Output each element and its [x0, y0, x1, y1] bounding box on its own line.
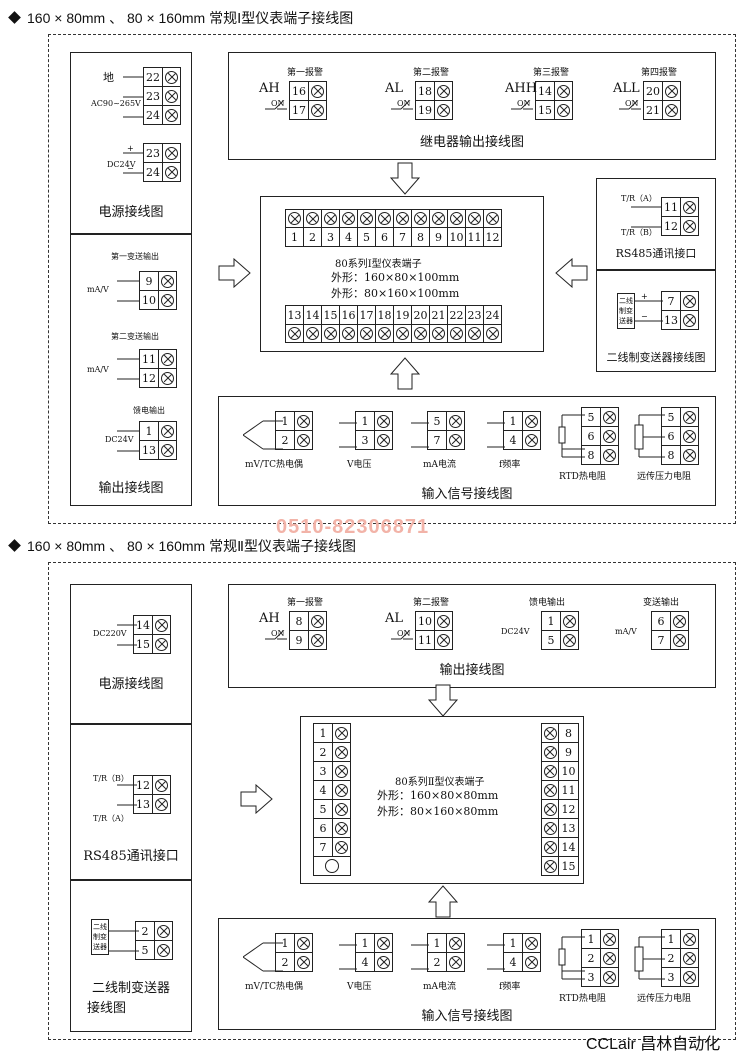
- output-panel-2: 第一报警 AH ON 8 9 第二报警 AL ON 10 11 馈电输出 DC2…: [228, 584, 716, 688]
- switch-icon: [391, 100, 413, 110]
- section2-title: 160 × 80mm 、 80 × 160mm 常规Ⅱ型仪表端子接线图: [8, 536, 356, 556]
- type1-terminal-block: 1 2 3 4 5 6 7 8 9 10 11 12 80系列Ⅰ型仪表端子 外形…: [260, 196, 544, 352]
- watermark-phone: 0510-82306871: [276, 516, 430, 538]
- screw-icon: [165, 165, 178, 179]
- rs485-panel-2: T/R（B） T/R（A） 12 13 RS485通讯接口: [70, 724, 192, 880]
- screw-icon: [165, 146, 178, 160]
- terminal: 1: [139, 421, 177, 441]
- terminal: 23: [143, 143, 181, 163]
- arrow-down-icon: [428, 684, 458, 717]
- arrow-left-icon: [555, 258, 588, 288]
- screw-icon: [165, 108, 178, 122]
- screw-icon: [165, 70, 178, 84]
- output-wires-icon: [117, 280, 139, 452]
- terminal: 10: [139, 290, 177, 310]
- transmitter-panel-2: 二线制变送器 2 5 二线制变送器 接线图: [70, 880, 192, 1032]
- relay-panel: 第一报警 AH ON 16 17 第二报警 AL ON 18 19 第三报警 A…: [228, 52, 716, 160]
- power-ac-terminals: 22 23 24: [143, 67, 181, 125]
- screw-icon: [161, 371, 174, 385]
- svg-text:+: +: [641, 292, 648, 301]
- arrow-up-icon: [390, 357, 420, 390]
- indicator-circle-icon: [325, 859, 339, 873]
- terminal: 9: [139, 271, 177, 291]
- terminal: 11: [139, 349, 177, 369]
- transmitter-panel: 二线制变送器 +− 7 13 二线制变送器接线图: [596, 270, 716, 372]
- power-panel: 地 AC90~265V 22 23 24 DC24V 23 24 +− 电源接线…: [70, 52, 192, 234]
- output-panel: 第一变送输出 mA/V 9 10 第二变送输出 mA/V 11 12 馈电输出 …: [70, 234, 192, 506]
- arrow-up-icon: [428, 885, 458, 918]
- svg-text:−: −: [641, 312, 648, 321]
- arrow-right-icon: [240, 784, 273, 814]
- svg-text:−: −: [127, 164, 134, 173]
- arrow-right-icon: [218, 258, 251, 288]
- terminal: 23: [143, 86, 181, 106]
- terminal: 24: [143, 162, 181, 182]
- output-terminals-2: 11 12: [139, 349, 177, 388]
- section2-frame: [48, 562, 736, 1040]
- input-panel-2: 1 2 mV/TC热电偶 1 4 V电压 1 2 mA电流 1 4 f频率 1 …: [218, 918, 716, 1030]
- bottom-terminal-row: 13 14 15 16 17 18 19 20 21 22 23 24: [285, 305, 502, 343]
- diamond-bullet-icon: [8, 11, 21, 24]
- screw-icon: [161, 293, 174, 307]
- output-terminals-3: 1 13: [139, 421, 177, 460]
- screw-icon: [161, 424, 174, 438]
- arrow-down-icon: [390, 162, 420, 195]
- power-dc-terminals: 23 24: [143, 143, 181, 182]
- rs485-panel: T/R（A） T/R（B） 11 12 RS485通讯接口: [596, 178, 716, 270]
- section1-frame: [48, 34, 736, 524]
- terminal: 12: [139, 368, 177, 388]
- output-terminals-1: 9 10: [139, 271, 177, 310]
- left-terminal-column: 1 2 3 4 5 6 7: [313, 723, 351, 876]
- terminal: 24: [143, 105, 181, 125]
- svg-text:+: +: [127, 144, 134, 153]
- type2-terminal-block: 1 2 3 4 5 6 7 80系列Ⅱ型仪表端子 外形：160×80×80mm …: [300, 716, 584, 884]
- top-terminal-row: 1 2 3 4 5 6 7 8 9 10 11 12: [285, 209, 502, 247]
- power-wires-icon: +−: [123, 76, 143, 174]
- switch-icon: [511, 100, 533, 110]
- section1-title: 160 × 80mm 、 80 × 160mm 常规Ⅰ型仪表端子接线图: [8, 8, 353, 28]
- switch-icon: [265, 100, 287, 110]
- switch-icon: [619, 100, 641, 110]
- screw-icon: [165, 89, 178, 103]
- power-panel-2: DC220V 14 15 电源接线图: [70, 584, 192, 724]
- brand-logo: CCLair 昌林自动化: [586, 1036, 721, 1053]
- screw-icon: [161, 443, 174, 457]
- input-panel: 1 2 mV/TC热电偶 1 3 V电压 5 7 mA电流 1 4 f频率 5 …: [218, 396, 716, 506]
- diamond-bullet-icon: [8, 539, 21, 552]
- terminal: 22: [143, 67, 181, 87]
- screw-icon: [161, 274, 174, 288]
- terminal: 13: [139, 440, 177, 460]
- screw-icon: [161, 352, 174, 366]
- right-terminal-column: 8 9 10 11 12 13 14 15: [541, 723, 579, 876]
